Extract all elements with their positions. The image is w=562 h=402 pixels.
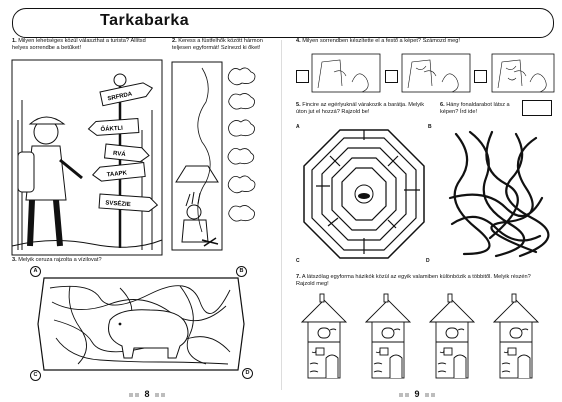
question-2-text: Keress a füstfelhők között hármon teljes… [172, 38, 263, 52]
page-number-right-wrap: 9 [398, 384, 436, 402]
question-7-text: A látszólag egyforma házikók közül az eg… [296, 274, 531, 288]
question-3-text: Melyik ceruza rajzolta a vízilovat? [18, 257, 102, 263]
question-3: 3. Melyik ceruza rajzolta a vízilovat? [12, 257, 102, 263]
hiker-signpost-illustration: SRFRDA ŐÁKTLI RVÁ TAAPK SVSÉZIE [11, 59, 163, 256]
sign-2-label: ŐÁKTLI [100, 125, 123, 134]
question-7: 7. A látszólag egyforma házikók közül az… [296, 274, 531, 288]
page-number-left: 8 [144, 389, 150, 399]
octagon-maze [303, 129, 425, 259]
question-6: 6. Hány fonaldarabot látsz a képen? Írd … [440, 102, 510, 116]
question-4-text: Milyen sorrendben készítette el a festő … [302, 38, 460, 44]
question-4: 4. Milyen sorrendben készítette el a fes… [296, 38, 460, 44]
question-5: 5. Fincire az egérlyuknál várakozik a ba… [296, 102, 425, 116]
order-box-3[interactable] [474, 70, 487, 83]
question-2: 2. Keress a füstfelhők között hármon tel… [172, 38, 263, 52]
sign-3-label: RVÁ [113, 150, 127, 158]
question-6-text: Hány fonaldarabot látsz a képen? Írd ide… [440, 102, 510, 116]
maze-label-b: B [428, 124, 432, 130]
sign-1-label: SRFRDA [107, 91, 133, 102]
tangled-yarn-illustration [448, 130, 550, 258]
maze-label-a: A [296, 124, 300, 130]
sign-5-label: SVSÉZIE [105, 198, 131, 208]
pencil-maze-illustration [37, 277, 245, 371]
question-5-text: Fincire az egérlyuknál várakozik a barát… [296, 102, 425, 116]
maze-label-c: C [296, 258, 300, 264]
pencil-b-label: B [236, 266, 247, 277]
pencil-c-label: C [30, 370, 41, 381]
order-box-2[interactable] [385, 70, 398, 83]
page-title: Tarkabarka [100, 12, 190, 29]
towers-illustration [300, 293, 539, 379]
maze-label-d: D [426, 258, 430, 264]
page-number-left-wrap: 8 [128, 384, 166, 402]
pencil-a-label: A [30, 266, 41, 277]
question-1: 1. Milyen lehetséges közül választhat a … [12, 38, 146, 52]
yarn-count-answer-box[interactable] [522, 100, 552, 116]
painter-sequence-illustration [311, 53, 555, 93]
sign-4-label: TAAPK [107, 170, 128, 178]
page-divider [281, 40, 282, 390]
order-box-1[interactable] [296, 70, 309, 83]
question-1-text: Milyen lehetséges közül választhat a tur… [12, 38, 146, 52]
title-banner [12, 8, 554, 38]
smoke-clouds-illustration [171, 61, 256, 251]
pencil-d-label: D [242, 368, 253, 379]
page-number-right: 9 [414, 389, 420, 399]
